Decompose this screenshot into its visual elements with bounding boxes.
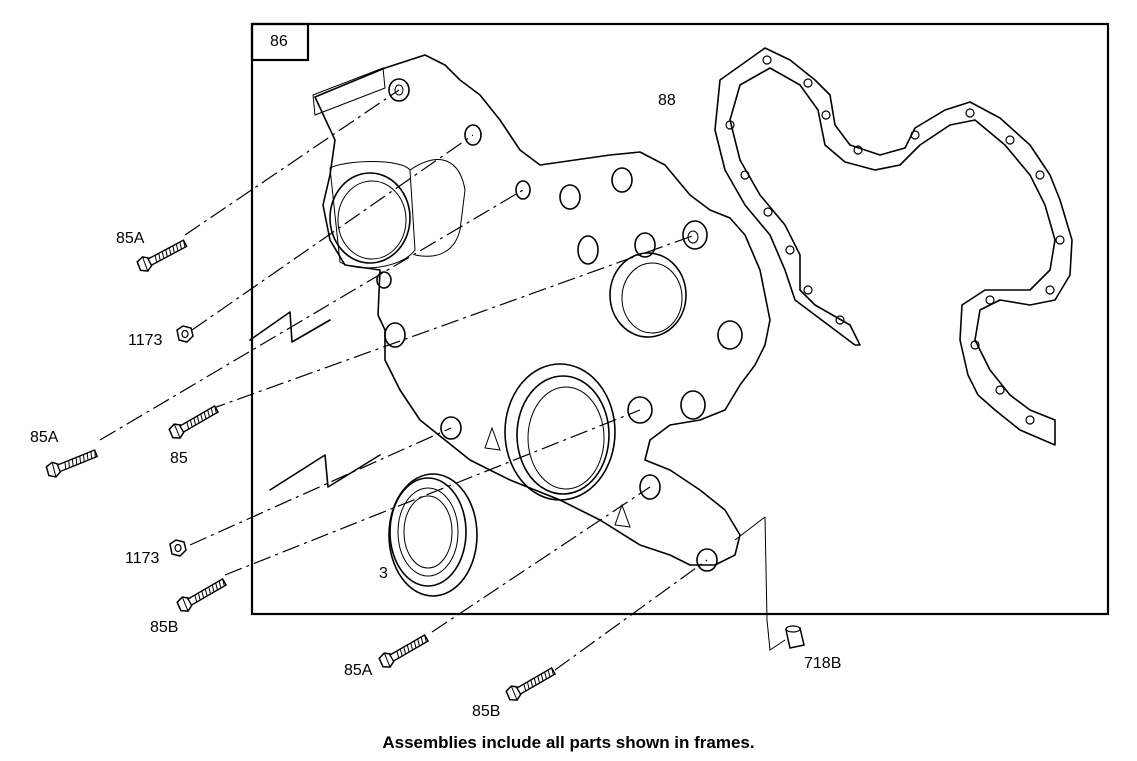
bolt-85b-left-label: 85B bbox=[150, 619, 179, 636]
cover-gasket bbox=[714, 47, 1073, 446]
bolt-85a-middle bbox=[43, 445, 100, 480]
frame-id-label: 86 bbox=[270, 33, 288, 50]
seal-label: 3 bbox=[379, 565, 388, 582]
bolt-mid-left-label: 85A bbox=[30, 429, 59, 446]
front-cover bbox=[312, 54, 771, 572]
bolt-85-label: 85 bbox=[170, 450, 188, 467]
assembly-frame bbox=[250, 22, 1110, 616]
dowel-pin bbox=[785, 625, 805, 649]
gasket-label: 88 bbox=[658, 92, 676, 109]
bolt-bottom-85b-label: 85B bbox=[472, 703, 501, 720]
bolt-top-left-label: 85A bbox=[116, 230, 145, 247]
bolt-85b-bottom bbox=[503, 663, 558, 704]
bolt-85 bbox=[166, 401, 221, 442]
bolt-bottom-85a-label: 85A bbox=[344, 662, 373, 679]
nut-1173-upper bbox=[176, 325, 194, 343]
dowel-label: 718B bbox=[804, 655, 842, 672]
bolt-85a-bottom bbox=[376, 630, 431, 671]
nut-lower-label: 1173 bbox=[125, 550, 160, 567]
assembly-leader-lines bbox=[99, 89, 786, 671]
nut-upper-label: 1173 bbox=[128, 332, 163, 349]
nut-1173-lower bbox=[169, 539, 187, 557]
frame-id-box bbox=[250, 22, 310, 62]
bolt-85b-left bbox=[174, 574, 229, 615]
oil-seal bbox=[388, 473, 478, 597]
diagram-caption: Assemblies include all parts shown in fr… bbox=[382, 733, 755, 752]
